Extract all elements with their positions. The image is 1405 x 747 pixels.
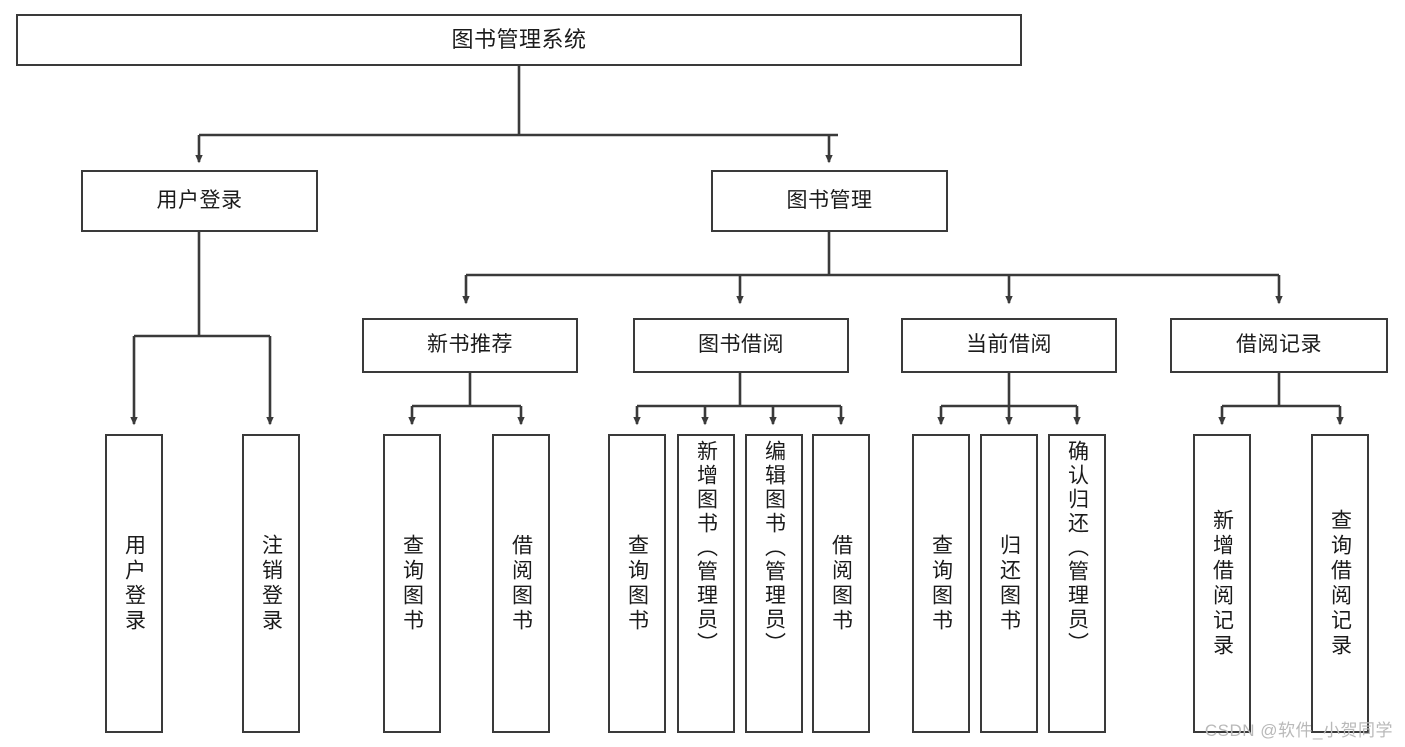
node-label: 新增借阅记录 <box>1210 508 1234 659</box>
node-leaf-add-record[interactable]: 新增借阅记录 <box>1193 434 1251 733</box>
node-book-borrow[interactable]: 图书借阅 <box>633 318 849 373</box>
node-leaf-edit-book[interactable]: 编辑图书（管理员） <box>745 434 803 733</box>
node-leaf-query-book-1[interactable]: 查询图书 <box>383 434 441 733</box>
node-label: 新增图书（管理员） <box>694 440 718 656</box>
node-borrow-record[interactable]: 借阅记录 <box>1170 318 1388 373</box>
node-leaf-borrow-book-2[interactable]: 借阅图书 <box>812 434 870 733</box>
csdn-watermark: CSDN @软件_小贺同学 <box>1204 721 1393 740</box>
node-user-login[interactable]: 用户登录 <box>81 170 318 232</box>
node-label: 当前借阅 <box>966 333 1052 357</box>
node-label: 编辑图书（管理员） <box>762 440 786 656</box>
node-label: 图书管理系统 <box>451 27 587 53</box>
node-book-management[interactable]: 图书管理 <box>711 170 948 232</box>
node-book-management-system[interactable]: 图书管理系统 <box>16 14 1022 66</box>
node-new-book-recommend[interactable]: 新书推荐 <box>362 318 578 373</box>
node-label: 归还图书 <box>997 533 1021 634</box>
node-label: 查询图书 <box>400 533 424 634</box>
node-current-borrow[interactable]: 当前借阅 <box>901 318 1117 373</box>
node-label: 图书管理 <box>786 188 873 212</box>
node-label: 借阅图书 <box>509 533 533 634</box>
node-label: 用户登录 <box>122 533 146 634</box>
node-label: 查询图书 <box>625 533 649 634</box>
node-leaf-add-book[interactable]: 新增图书（管理员） <box>677 434 735 733</box>
node-leaf-return-book[interactable]: 归还图书 <box>980 434 1038 733</box>
node-leaf-query-record[interactable]: 查询借阅记录 <box>1311 434 1369 733</box>
node-leaf-confirm-return[interactable]: 确认归还（管理员） <box>1048 434 1106 733</box>
node-leaf-logout-login[interactable]: 注销登录 <box>242 434 300 733</box>
node-label: 新书推荐 <box>427 333 513 357</box>
node-leaf-user-login[interactable]: 用户登录 <box>105 434 163 733</box>
node-label: 确认归还（管理员） <box>1065 440 1089 656</box>
node-leaf-borrow-book-1[interactable]: 借阅图书 <box>492 434 550 733</box>
node-label: 用户登录 <box>156 188 243 212</box>
node-label: 注销登录 <box>259 533 283 634</box>
node-leaf-query-book-2[interactable]: 查询图书 <box>608 434 666 733</box>
node-label: 借阅记录 <box>1236 333 1322 357</box>
node-label: 借阅图书 <box>829 533 853 634</box>
node-leaf-query-book-3[interactable]: 查询图书 <box>912 434 970 733</box>
node-label: 查询图书 <box>929 533 953 634</box>
node-label: 查询借阅记录 <box>1328 508 1352 659</box>
node-label: 图书借阅 <box>698 333 784 357</box>
